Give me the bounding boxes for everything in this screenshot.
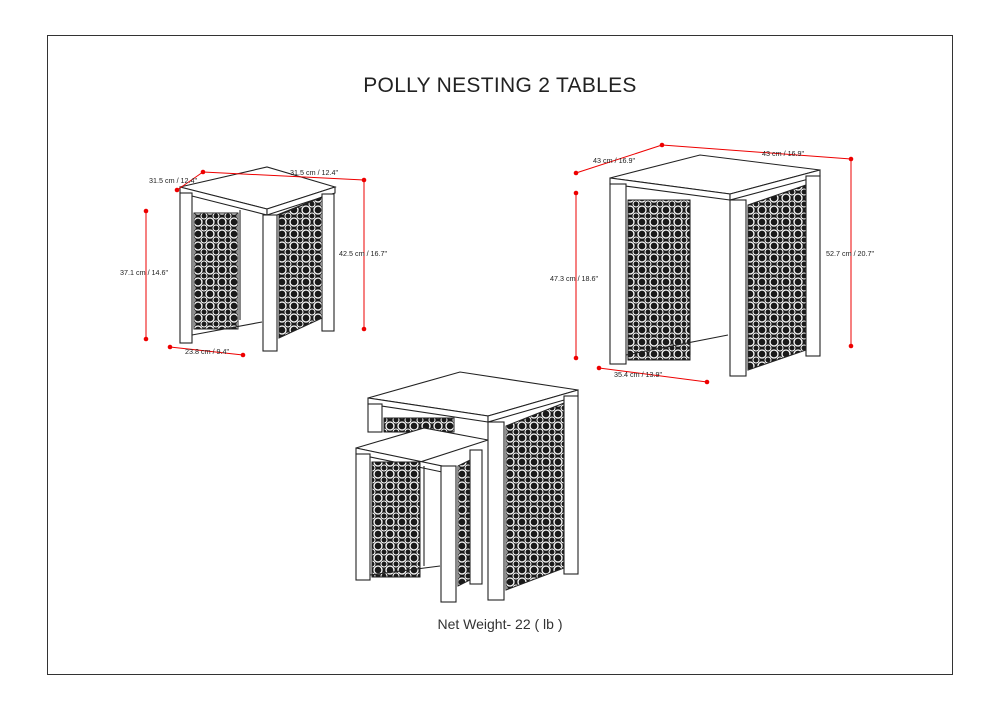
small-inner-width-label: 23.8 cm / 9.4" bbox=[185, 347, 230, 356]
large-table-dimensions: 43 cm / 16.9" 43 cm / 16.9" 52.7 cm / 20… bbox=[550, 142, 875, 385]
large-table-drawing bbox=[609, 154, 821, 377]
small-depth-label: 31.5 cm / 12.4" bbox=[149, 176, 198, 185]
drawing-sheet bbox=[47, 35, 953, 675]
page-title: POLLY NESTING 2 TABLES bbox=[363, 74, 637, 97]
large-height-label: 52.7 cm / 20.7" bbox=[826, 249, 875, 258]
large-table-right-lattice bbox=[747, 184, 807, 371]
large-table-left-lattice bbox=[627, 199, 691, 361]
small-table-left-lattice bbox=[193, 212, 239, 330]
nested-large-top bbox=[367, 371, 579, 417]
large-inner-height-label: 47.3 cm / 18.6" bbox=[550, 274, 599, 283]
small-inner-height-label: 37.1 cm / 14.6" bbox=[120, 268, 169, 277]
nested-tables-drawing bbox=[355, 371, 579, 603]
small-width-label: 31.5 cm / 12.4" bbox=[290, 168, 339, 177]
nested-large-lattice bbox=[505, 402, 565, 591]
large-inner-width-label: 35.4 cm / 13.9" bbox=[614, 370, 663, 379]
large-depth-label: 43 cm / 16.9" bbox=[593, 156, 636, 165]
small-height-label: 42.5 cm / 16.7" bbox=[339, 249, 388, 258]
nested-small-left-lattice bbox=[371, 461, 421, 578]
net-weight-label: Net Weight- 22 ( lb ) bbox=[437, 616, 563, 632]
large-width-label: 43 cm / 16.9" bbox=[762, 149, 805, 158]
small-table-right-lattice bbox=[278, 196, 323, 339]
small-table-dimensions: 31.5 cm / 12.4" 31.5 cm / 12.4" 42.5 cm … bbox=[120, 168, 388, 358]
small-table-drawing bbox=[179, 166, 337, 352]
